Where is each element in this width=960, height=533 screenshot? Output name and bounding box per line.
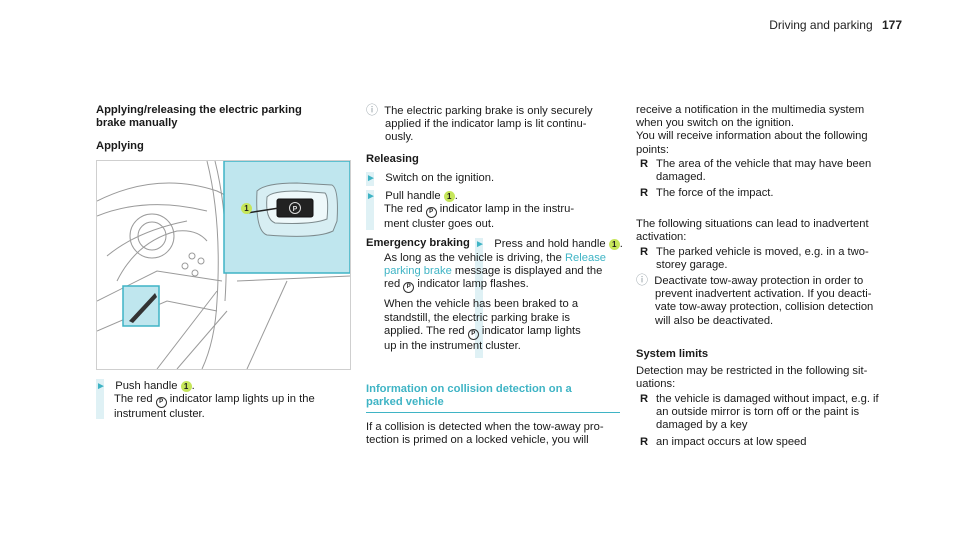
step-arrow-icon: ► [96,381,106,392]
parking-brake-icon: P [425,207,437,219]
subheading-system-limits: System limits [636,348,709,360]
collision-section-heading: Information on collision detection on a … [366,383,572,408]
info-note-deactivate: ⓘ Deactivate tow-away protection in orde… [636,273,874,327]
callout-1: 1 [443,191,455,202]
emergency-braking-text: As long as the vehicle is driving, the R… [384,252,607,352]
callout-1: 1 [241,203,252,214]
step-switch-ignition: ► Switch on the ignition. [366,172,495,184]
system-limits-text: Detection may be restricted in the follo… [636,365,868,391]
step-pull-handle: ► Pull handle 1. The red P indicator lam… [366,190,575,231]
step-press-hold-handle: ► Press and hold handle 1. [475,238,623,250]
step-bar [366,190,374,230]
subheading-emergency-braking: Emergency braking [366,237,470,249]
step-arrow-icon: ► [366,191,376,202]
page-number: 177 [881,18,902,32]
step-arrow-icon: ► [475,239,485,250]
subheading-releasing: Releasing [366,153,419,165]
bullet-icon: R [640,158,649,170]
parking-brake-icon: P [155,397,167,409]
inadvertent-activation-text: The following situations can lead to ina… [636,218,869,244]
info-note-securely: ⓘ The electric parking brake is only sec… [366,103,593,144]
heading-rule [366,412,620,413]
p-symbol: P [293,206,298,213]
parking-brake-icon: P [467,328,479,340]
step-arrow-icon: ► [366,173,376,184]
subheading-applying: Applying [96,140,144,152]
bullet-icon: R [640,246,649,258]
callout-1: 1 [180,381,192,392]
info-icon: ⓘ [636,273,649,287]
message-release-parking-brake: Release [564,252,607,264]
figure-parking-brake: P 1 [96,160,351,370]
collision-intro-text: If a collision is detected when the tow-… [366,421,604,447]
step-push-handle: ► Push handle 1. The red P indicator lam… [96,380,315,421]
info-icon: ⓘ [366,103,379,117]
bullet-icon: R [640,435,649,448]
collision-continued-text: receive a notification in the multimedia… [636,104,868,156]
bullet-icon: R [640,187,649,200]
section-title: Driving and parking [769,18,873,32]
section-heading: Applying/releasing the electric parking … [96,104,302,129]
bullet-icon: R [640,393,649,405]
step-bar [366,172,374,186]
running-header: Driving and parking 177 [769,18,902,32]
dashboard-illustration: P [96,160,351,370]
parking-brake-icon: P [403,282,415,294]
callout-1: 1 [608,239,620,250]
step-bar [475,238,483,358]
step-bar [96,379,104,419]
